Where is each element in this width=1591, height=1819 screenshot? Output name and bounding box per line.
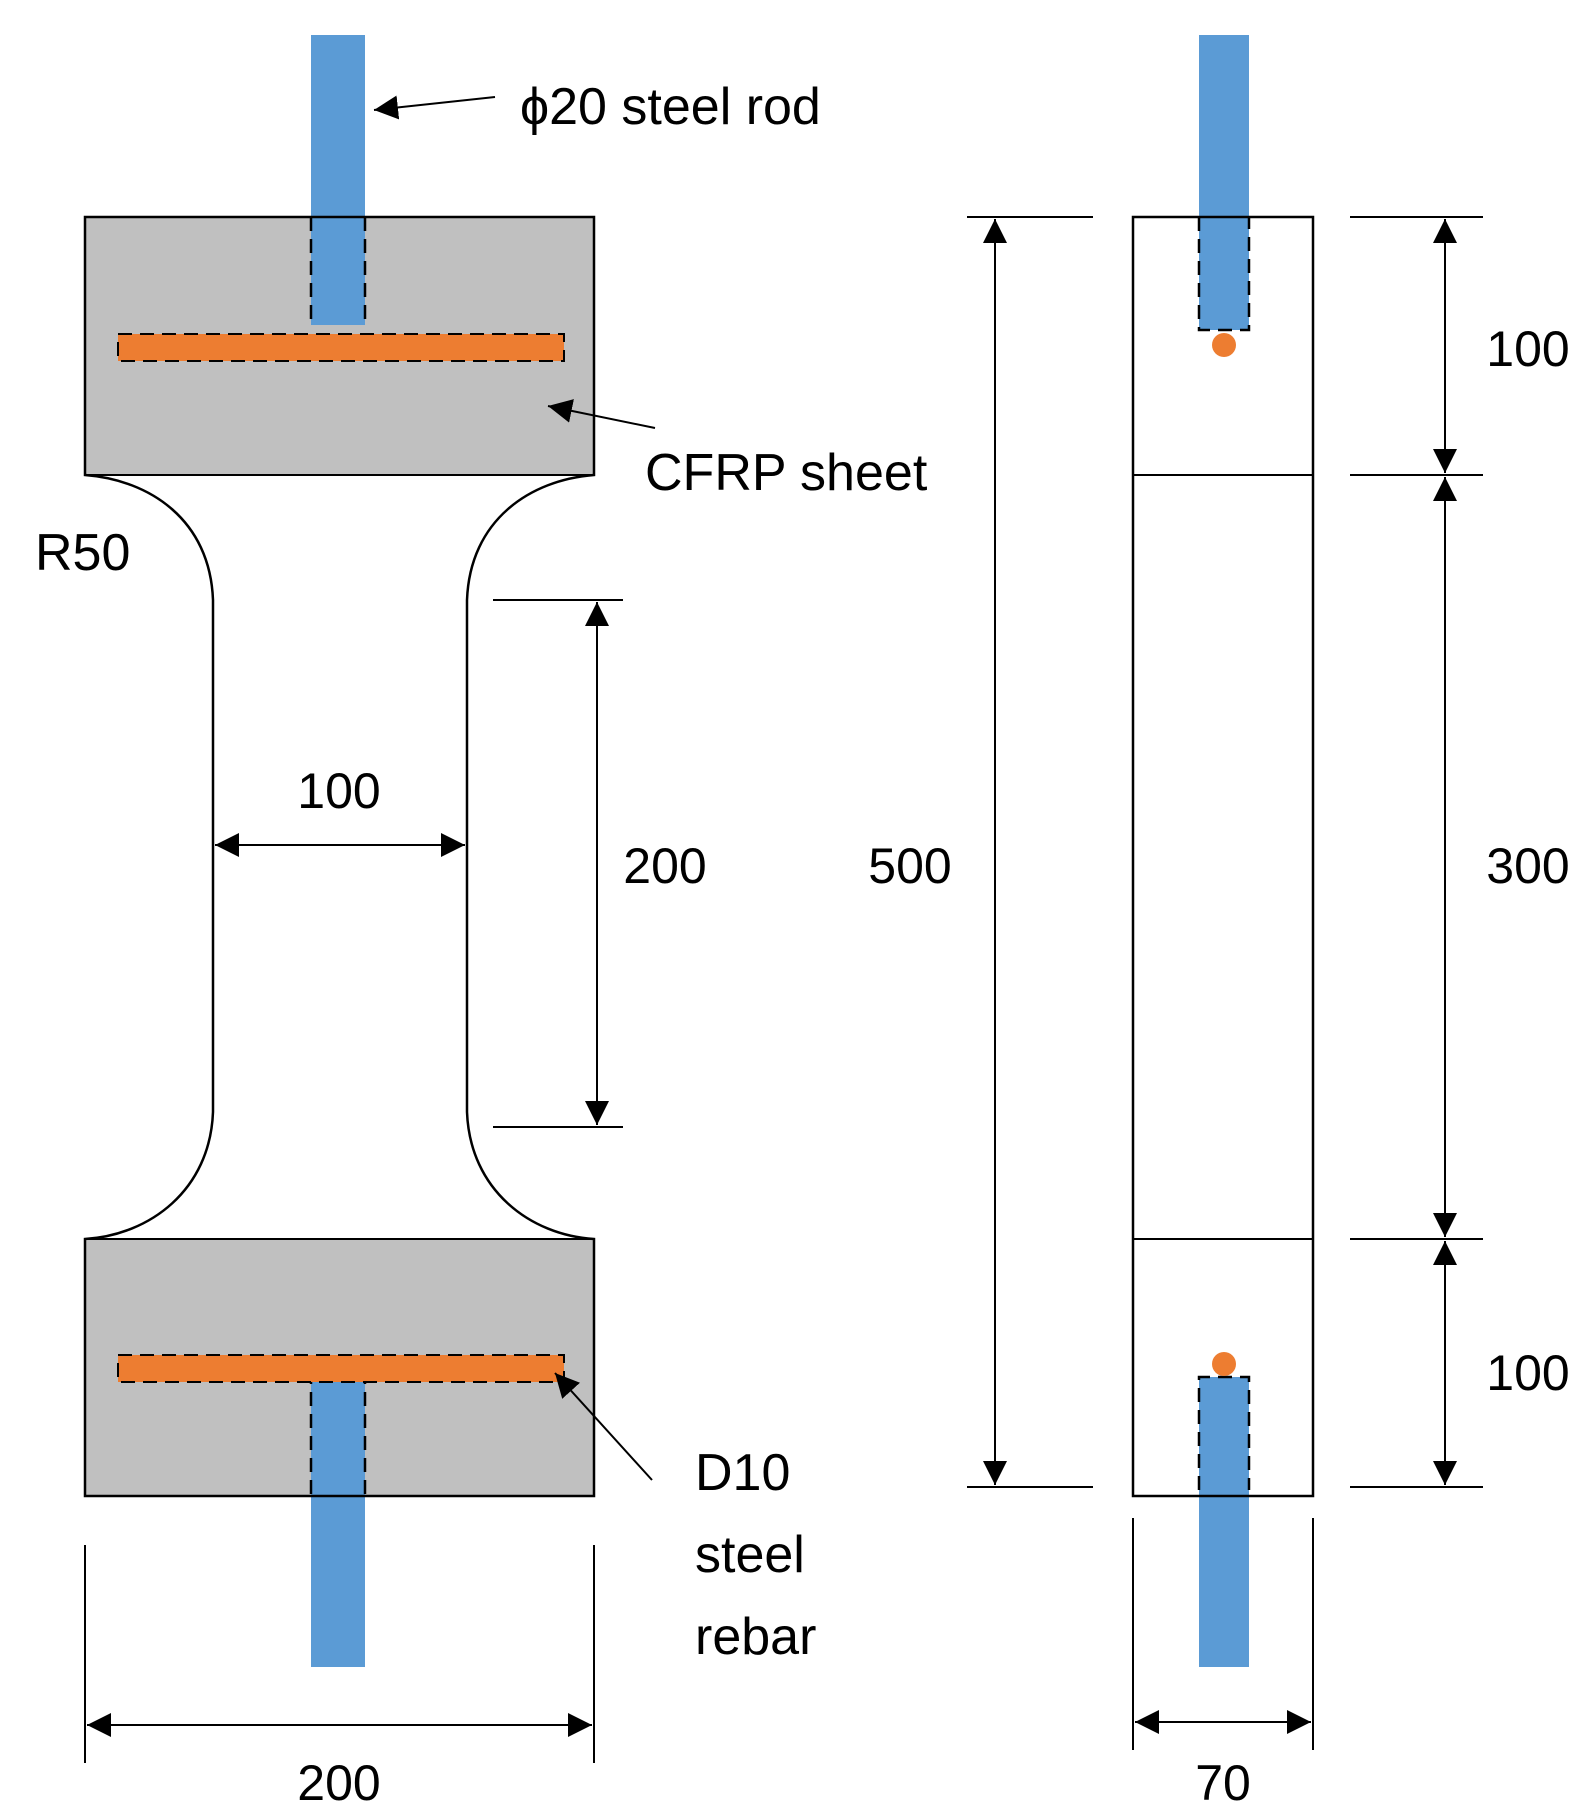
steel-rod-leader xyxy=(373,95,496,120)
total-length-value: 500 xyxy=(868,838,951,894)
rebar-leader xyxy=(554,1372,653,1481)
side-top-rebar xyxy=(1212,333,1236,357)
steel-rod-label: ϕ20 steel rod xyxy=(520,78,821,136)
gauge-length-value: 200 xyxy=(623,838,706,894)
cfrp-sheet-label: CFRP sheet xyxy=(645,444,928,502)
top-cfrp-sheet xyxy=(117,333,565,362)
cfrp-leader xyxy=(547,399,656,429)
rebar-label-3: rebar xyxy=(695,1608,816,1666)
specimen-outline xyxy=(83,215,596,1498)
side-top-rod xyxy=(1199,35,1249,330)
middle-value: 300 xyxy=(1486,838,1569,894)
side-bottom-rod-dash xyxy=(1197,1375,1251,1490)
side-outline xyxy=(1131,215,1315,1498)
bottom-rod-embedded xyxy=(311,1370,365,1496)
rebar-label-1: D10 xyxy=(695,1444,790,1502)
front-view: ϕ20 steel rod CFRP sheet R50 D10 steel r… xyxy=(35,35,928,1811)
bottom-grip-value: 100 xyxy=(1486,1345,1569,1401)
rebar-label-2: steel xyxy=(695,1526,805,1584)
bottom-cfrp-sheet xyxy=(117,1354,565,1383)
radius-label: R50 xyxy=(35,524,130,582)
thickness-value: 70 xyxy=(1195,1755,1251,1811)
top-grip-value: 100 xyxy=(1486,321,1569,377)
side-bottom-rebar xyxy=(1212,1352,1236,1376)
total-width-value: 200 xyxy=(297,1755,380,1811)
side-bottom-rod xyxy=(1199,1377,1249,1667)
side-top-rod-dash xyxy=(1197,217,1251,332)
side-view: 500 100 300 100 70 xyxy=(868,35,1570,1811)
neck-width-value: 100 xyxy=(297,763,380,819)
top-rod-dash xyxy=(309,217,367,325)
top-rod-embedded xyxy=(311,217,365,325)
